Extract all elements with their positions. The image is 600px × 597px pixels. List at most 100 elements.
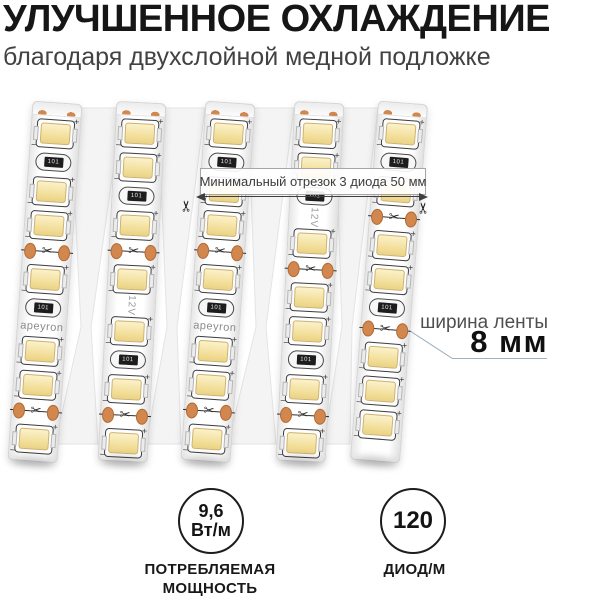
- led-chip: [122, 156, 154, 179]
- resistor-outline: 101: [109, 349, 147, 370]
- resistor-component: 101: [18, 294, 68, 321]
- led-package: [289, 282, 329, 313]
- minus-mark: –: [194, 284, 200, 295]
- led-package: [109, 315, 150, 347]
- led-component: +–: [13, 366, 63, 403]
- led-component: +–: [280, 371, 330, 407]
- scissors-icon: ✂: [127, 242, 140, 259]
- scissors-icon: ✂: [119, 406, 131, 423]
- plus-mark: +: [156, 150, 162, 161]
- resistor-component: 101: [191, 294, 241, 321]
- scissors-icon: ✂: [203, 402, 215, 419]
- density-badge: 120: [380, 488, 446, 554]
- led-component: +–: [277, 425, 327, 461]
- minus-mark: –: [356, 395, 362, 407]
- minus-mark: –: [189, 356, 195, 367]
- plus-mark: +: [231, 334, 238, 345]
- led-component: +–: [15, 332, 65, 369]
- resistor-body: 101: [33, 302, 54, 314]
- minus-mark: –: [31, 138, 37, 150]
- minus-mark: –: [115, 138, 122, 150]
- minus-mark: –: [99, 448, 106, 459]
- scissors-icon: ✂: [30, 402, 42, 419]
- led-component: +–: [203, 115, 253, 152]
- led-component: +–: [284, 279, 334, 315]
- scissors-icon: ✂: [41, 242, 54, 259]
- minus-mark: –: [105, 336, 112, 347]
- cut-point: ✂: [277, 405, 330, 427]
- resistor-outline: 101: [118, 186, 155, 207]
- led-component: +–: [30, 115, 80, 152]
- minus-mark: –: [111, 230, 117, 242]
- led-component: +–: [115, 115, 165, 151]
- led-package: [20, 335, 61, 368]
- plus-mark: +: [153, 208, 159, 219]
- minus-mark: –: [102, 394, 109, 405]
- led-chip: [22, 373, 54, 397]
- voltage-label: 12V: [124, 294, 137, 316]
- led-component: +–: [353, 406, 404, 444]
- led-package: [17, 369, 58, 402]
- led-chip: [29, 267, 61, 292]
- led-component: +–: [9, 420, 59, 457]
- plus-mark: +: [322, 371, 329, 383]
- power-value: 9,6: [198, 500, 224, 521]
- led-package: [284, 373, 325, 405]
- voltage-label: 12V: [307, 206, 320, 228]
- led-component: +–: [113, 149, 163, 185]
- strip-width-value: 8 мм: [470, 324, 548, 359]
- led-package: [187, 423, 227, 455]
- led-chip: [110, 378, 142, 401]
- led-package: [362, 341, 404, 374]
- resistor-component: 101: [281, 347, 330, 373]
- led-chip: [291, 320, 323, 343]
- plus-mark: +: [407, 262, 414, 273]
- minus-mark: –: [371, 196, 378, 207]
- scissors-icon: ✂: [214, 242, 227, 259]
- led-package: [198, 263, 239, 296]
- led-chip: [35, 180, 68, 204]
- plus-mark: +: [144, 371, 151, 383]
- plus-mark: +: [396, 408, 403, 419]
- minus-mark: –: [358, 361, 365, 373]
- resistor-body: 101: [388, 156, 409, 169]
- led-chip: [293, 286, 325, 309]
- cut-point: ✂: [99, 405, 152, 427]
- led-chip: [33, 214, 65, 238]
- minus-mark: –: [280, 394, 287, 405]
- led-chip: [191, 427, 223, 451]
- led-chip: [373, 267, 405, 292]
- resistor-body: 101: [126, 190, 147, 202]
- resistor-body: 101: [206, 302, 227, 314]
- power-badge-label: ПОТРЕБЛЯЕМАЯ МОЩНОСТЬ: [144, 561, 276, 597]
- min-segment-callout: Минимальный отрезок 3 диода 50 мм: [200, 168, 426, 195]
- plus-mark: +: [63, 262, 70, 273]
- led-chip: [296, 232, 328, 255]
- led-component: +–: [24, 207, 74, 244]
- resistor-body: 101: [216, 156, 237, 168]
- minus-mark: –: [9, 443, 16, 455]
- resistor-outline: 101: [34, 152, 72, 173]
- led-component: +–: [193, 260, 243, 297]
- led-package: [201, 209, 242, 242]
- led-component: +–: [283, 313, 333, 349]
- minus-mark: –: [24, 230, 31, 241]
- minus-mark: –: [293, 138, 300, 150]
- led-chip: [376, 233, 408, 258]
- minus-mark: –: [353, 429, 360, 441]
- minus-mark: –: [197, 230, 204, 241]
- led-component: +–: [367, 226, 418, 264]
- led-package: [369, 263, 410, 296]
- minus-mark: –: [376, 138, 383, 149]
- led-package: [371, 229, 412, 262]
- led-component: +–: [287, 225, 337, 261]
- plus-mark: +: [69, 174, 76, 185]
- cut-point: ✂: [284, 259, 337, 281]
- led-component: +–: [364, 260, 415, 298]
- plus-mark: +: [157, 116, 164, 127]
- led-chip: [361, 413, 394, 437]
- led-chip: [195, 373, 227, 397]
- resistor-component: 101: [29, 149, 79, 176]
- density-value: 120: [392, 507, 434, 535]
- resistor-body: 101: [43, 156, 64, 168]
